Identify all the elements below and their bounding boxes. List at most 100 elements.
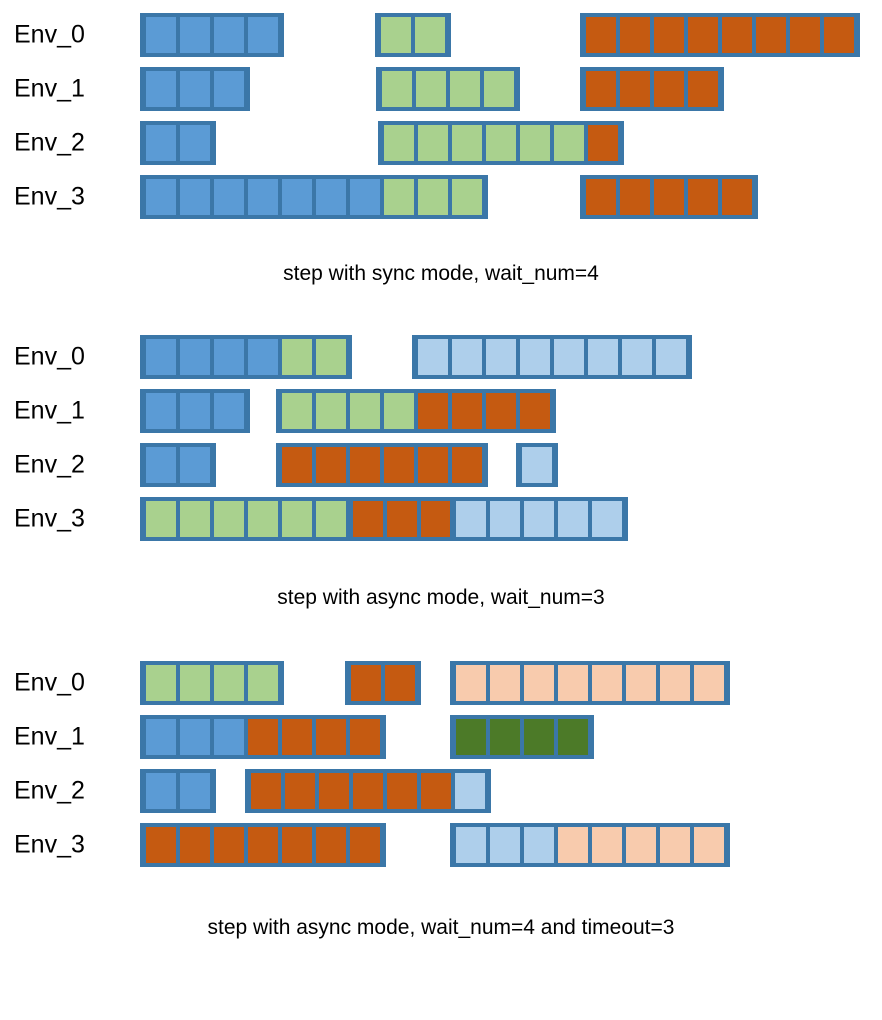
- step-block: [580, 175, 758, 219]
- timeline-row: Env_0: [0, 656, 882, 710]
- step-cell-green: [482, 71, 516, 107]
- step-block: [140, 13, 284, 57]
- step-block: [450, 661, 730, 705]
- step-cell-orange: [382, 447, 416, 483]
- step-block: [375, 13, 451, 57]
- step-cell-orange: [348, 827, 382, 863]
- step-cell-orange: [652, 71, 686, 107]
- step-cell-orange: [351, 501, 385, 537]
- timeline-row: Env_0: [0, 8, 882, 62]
- step-cell-green: [314, 501, 348, 537]
- panel-caption: step with async mode, wait_num=4 and tim…: [207, 916, 675, 939]
- step-cell-peach: [658, 827, 692, 863]
- env-row-label: Env_2: [14, 776, 85, 805]
- step-cell-blue: [178, 125, 212, 161]
- timeline-row: Env_3: [0, 818, 882, 872]
- step-cell-orange: [652, 17, 686, 53]
- step-cell-green: [448, 71, 482, 107]
- step-cell-orange: [584, 17, 618, 53]
- step-cell-lightblue: [520, 447, 554, 483]
- step-cell-blue: [212, 339, 246, 375]
- step-cell-green: [246, 501, 280, 537]
- step-cell-green: [382, 125, 416, 161]
- step-cell-peach: [556, 665, 590, 701]
- step-cell-peach: [624, 827, 658, 863]
- step-cell-green: [314, 393, 348, 429]
- step-cell-orange: [416, 447, 450, 483]
- step-cell-orange: [754, 17, 788, 53]
- step-cell-lightblue: [453, 773, 487, 809]
- step-cell-green: [382, 179, 416, 215]
- step-cell-blue: [144, 71, 178, 107]
- step-block: [245, 769, 491, 813]
- timeline-row: Env_1: [0, 62, 882, 116]
- step-cell-blue: [314, 179, 348, 215]
- step-cell-green: [314, 339, 348, 375]
- step-cell-orange: [686, 179, 720, 215]
- step-cell-blue: [178, 773, 212, 809]
- step-cell-blue: [144, 339, 178, 375]
- env-row-label: Env_1: [14, 722, 85, 751]
- timeline-row: Env_2: [0, 764, 882, 818]
- step-block: [140, 121, 216, 165]
- step-block: [450, 823, 730, 867]
- step-cell-lightblue: [484, 339, 518, 375]
- step-cell-orange: [246, 719, 280, 755]
- step-cell-green: [280, 339, 314, 375]
- step-cell-blue: [246, 17, 280, 53]
- step-cell-orange: [246, 827, 280, 863]
- step-cell-blue: [144, 125, 178, 161]
- step-cell-orange: [280, 827, 314, 863]
- step-cell-darkgreen: [522, 719, 556, 755]
- step-cell-darkgreen: [454, 719, 488, 755]
- step-cell-orange: [484, 393, 518, 429]
- step-cell-darkgreen: [488, 719, 522, 755]
- step-cell-orange: [788, 17, 822, 53]
- step-cell-orange: [686, 71, 720, 107]
- step-cell-blue: [144, 17, 178, 53]
- step-block: [140, 769, 216, 813]
- step-cell-green: [382, 393, 416, 429]
- step-block: [140, 175, 488, 219]
- step-block: [516, 443, 558, 487]
- step-block: [140, 715, 386, 759]
- step-cell-green: [144, 665, 178, 701]
- step-cell-orange: [618, 71, 652, 107]
- step-cell-blue: [246, 179, 280, 215]
- step-cell-blue: [178, 17, 212, 53]
- step-cell-orange: [348, 719, 382, 755]
- step-block: [450, 497, 628, 541]
- step-cell-green: [212, 665, 246, 701]
- step-cell-blue: [144, 393, 178, 429]
- step-cell-green: [416, 125, 450, 161]
- step-cell-lightblue: [488, 501, 522, 537]
- step-cell-lightblue: [454, 501, 488, 537]
- step-cell-lightblue: [586, 339, 620, 375]
- step-cell-peach: [590, 665, 624, 701]
- step-cell-orange: [144, 827, 178, 863]
- step-block: [580, 13, 860, 57]
- step-cell-green: [348, 393, 382, 429]
- step-cell-peach: [454, 665, 488, 701]
- step-cell-blue: [212, 71, 246, 107]
- step-cell-blue: [144, 773, 178, 809]
- step-cell-blue: [144, 447, 178, 483]
- step-cell-blue: [178, 393, 212, 429]
- step-cell-lightblue: [450, 339, 484, 375]
- step-cell-orange: [178, 827, 212, 863]
- step-cell-orange: [618, 17, 652, 53]
- step-cell-green: [212, 501, 246, 537]
- step-cell-blue: [246, 339, 280, 375]
- panel-caption: step with sync mode, wait_num=4: [283, 262, 599, 285]
- step-cell-orange: [283, 773, 317, 809]
- step-cell-orange: [618, 179, 652, 215]
- step-cell-lightblue: [552, 339, 586, 375]
- step-cell-lightblue: [454, 827, 488, 863]
- step-cell-lightblue: [556, 501, 590, 537]
- step-cell-orange: [586, 125, 620, 161]
- step-cell-peach: [692, 665, 726, 701]
- step-block: [140, 389, 250, 433]
- step-cell-blue: [212, 719, 246, 755]
